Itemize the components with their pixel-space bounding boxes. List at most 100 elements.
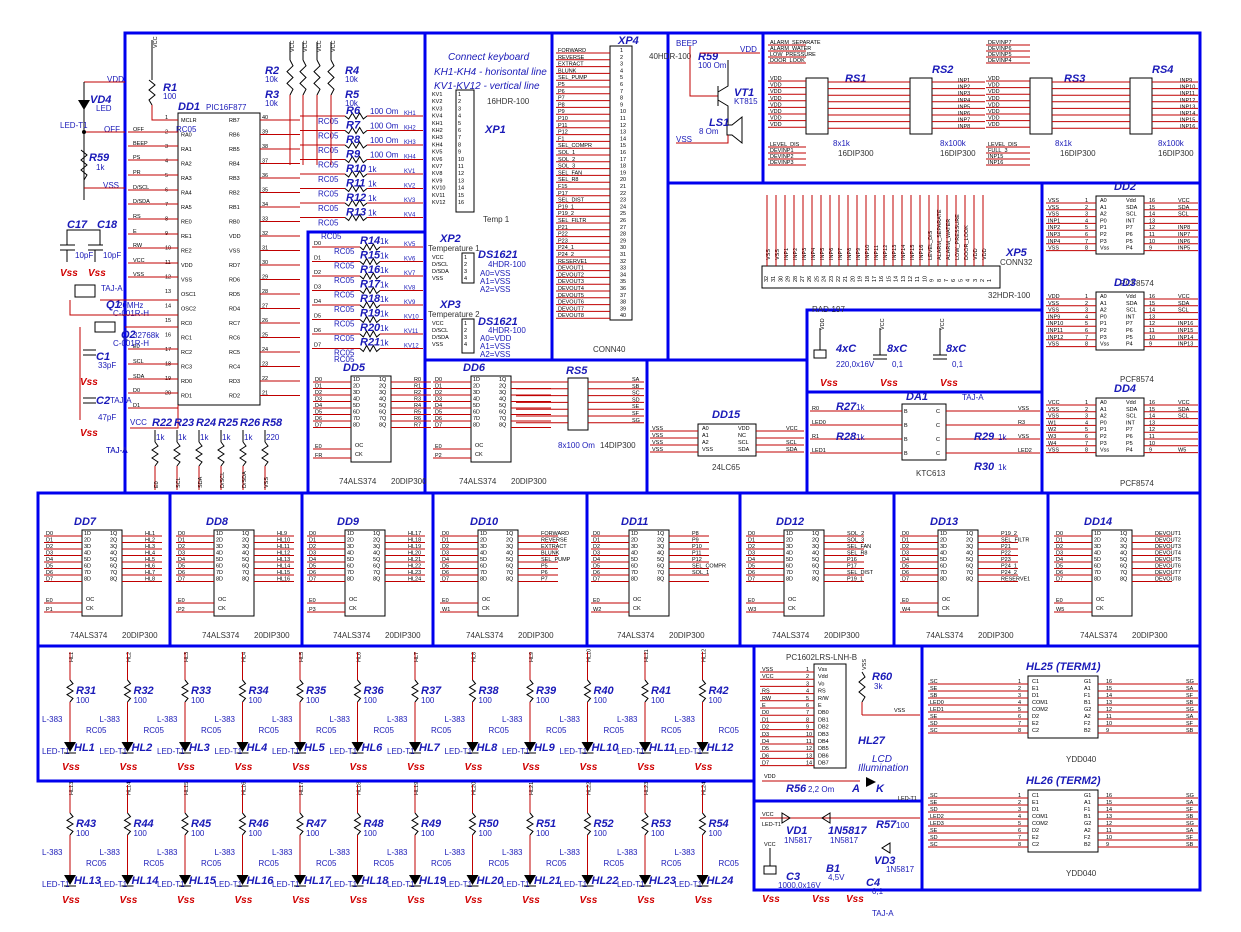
input-inp2-net: INP13 [1180, 104, 1195, 110]
expander-left-num: 4 [1085, 218, 1088, 224]
latch-in-net: D7 [748, 577, 755, 583]
term-right-num: 9 [1106, 842, 1109, 848]
resistor-icon [698, 812, 707, 836]
latch-q-pin: 3Q [373, 544, 381, 550]
vdd-label: VDD [107, 75, 124, 84]
latch-q-pin: 4Q [812, 551, 820, 557]
latch-d-pin: 7D [216, 570, 223, 576]
vcc-top: VCC [153, 36, 159, 48]
led-icon [64, 742, 76, 752]
lcd-pin-label: DB2 [818, 725, 829, 731]
xp4-pin-num: 19 [620, 170, 626, 176]
xp1-pkg: 16HDR-100 [487, 97, 530, 106]
latch-d-pin: 1D [473, 377, 480, 383]
c8a-ref: 8xC [887, 343, 908, 355]
latch-q-pin: 6Q [657, 564, 665, 570]
led-pkg: RC05 [604, 726, 625, 735]
latch-in-net: D6 [309, 570, 316, 576]
latch-d-pin: 2D [347, 538, 354, 544]
kv-net-label: KV2 [404, 184, 416, 190]
latch-ref: DD14 [1084, 516, 1112, 528]
resistor-icon [344, 126, 368, 135]
led-icon [639, 742, 651, 752]
eeprom-left-pin: A2 [702, 440, 709, 446]
input-inp-net: INP4 [958, 98, 970, 104]
term-right-num: 15 [1106, 800, 1112, 806]
led-res-val: 100 [421, 829, 435, 838]
resistor-icon [344, 184, 368, 193]
xp4-pin-net: DEVOUT4 [558, 286, 584, 292]
latch-d-pin: 6D [347, 564, 354, 570]
input-right-net: VDD [988, 96, 1000, 102]
mcu-pin-label: RD6 [229, 278, 240, 284]
bus-res-ref: R23 [174, 417, 194, 429]
latch-d-pin: 8D [786, 577, 793, 583]
ds1-pkg: 4HDR-100 [488, 260, 526, 269]
xp4-pin-num: 2 [620, 55, 623, 61]
input-left-net: VDD [770, 102, 782, 108]
xp5-pin-num: 6 [951, 279, 957, 282]
kv-res-ref: R21 [360, 337, 380, 349]
kv-res-ref: R12 [346, 192, 366, 204]
c4-val: 0,1 [872, 887, 884, 896]
mcu-pin-number: 24 [262, 347, 268, 353]
latch-in-net: D2 [309, 544, 316, 550]
expander-left-num: 4 [1085, 314, 1088, 320]
latch-q-pin: 7Q [966, 570, 974, 576]
latch-d-pin: 4D [786, 551, 793, 557]
resistor-icon [151, 441, 159, 467]
xp4-pin-num: 30 [620, 245, 626, 251]
term-right-pin: A2 [1084, 714, 1091, 720]
xp2-pin-num: 4 [464, 276, 467, 282]
latch-ck-pin: CK [1096, 606, 1104, 612]
latch-clk-net: W2 [593, 607, 601, 613]
expander-right-pin: SDA [1126, 407, 1138, 413]
latch-d-pin: 8D [480, 577, 487, 583]
vd3-ref: VD3 [874, 855, 895, 867]
mcu-pin-number: 15 [165, 318, 171, 324]
term-left-num: 2 [1018, 686, 1021, 692]
chip-body [344, 529, 386, 617]
latch-ref: DD6 [463, 362, 486, 374]
xp1-ref: XP1 [484, 124, 506, 136]
xp5-pin-net: INP13 [892, 245, 898, 260]
kv-net-label: KV11 [404, 329, 419, 335]
mcu-net-label: VSS [133, 272, 144, 278]
led-res-val: 100 [421, 696, 435, 705]
mcu-net-label: BEEP [133, 141, 148, 147]
xp1-label: Temp 1 [483, 215, 510, 224]
xp3-pin-num: 4 [464, 342, 467, 348]
chip-body [813, 663, 847, 769]
r29-val: 1k [998, 433, 1007, 442]
latch-in-net: D1 [1056, 538, 1063, 544]
resistor-icon [526, 679, 534, 703]
latch-d-pin: 4D [631, 551, 638, 557]
rs2-pkg: 16DIP300 [940, 149, 976, 158]
term-right-num: 13 [1106, 814, 1112, 820]
xp5-pin-num: 27 [800, 276, 806, 282]
led-model: L-383 [675, 848, 696, 857]
led-vss: Vss [407, 895, 425, 906]
led-pkg: RC05 [259, 726, 280, 735]
mcu-pin-number: 40 [262, 115, 268, 121]
driver-left-net: R0 [812, 406, 819, 412]
term-left-net: SD [930, 721, 938, 727]
lcd-pin-num: 8 [806, 717, 809, 723]
lcd-pin-label: RS [818, 689, 826, 695]
expander-right-net: INP14 [1178, 335, 1193, 341]
latch-out-net: P11 [692, 551, 701, 557]
term-part: YDD040 [1066, 755, 1097, 764]
lcd-pin-label: R/W [818, 696, 830, 702]
input-inp2-net: INP14 [1180, 111, 1195, 117]
term-left-net: SC [930, 679, 938, 685]
resistor-icon [66, 812, 74, 836]
led-pkg-2: LED-T1 [387, 747, 415, 756]
xp1-pin-net: KV7 [432, 164, 442, 170]
latch-in-net: D0 [748, 531, 755, 537]
latch-out-net: P8 [692, 531, 699, 537]
vss-cap3: Vss [940, 378, 958, 389]
latch-in-net: D2 [435, 390, 442, 396]
